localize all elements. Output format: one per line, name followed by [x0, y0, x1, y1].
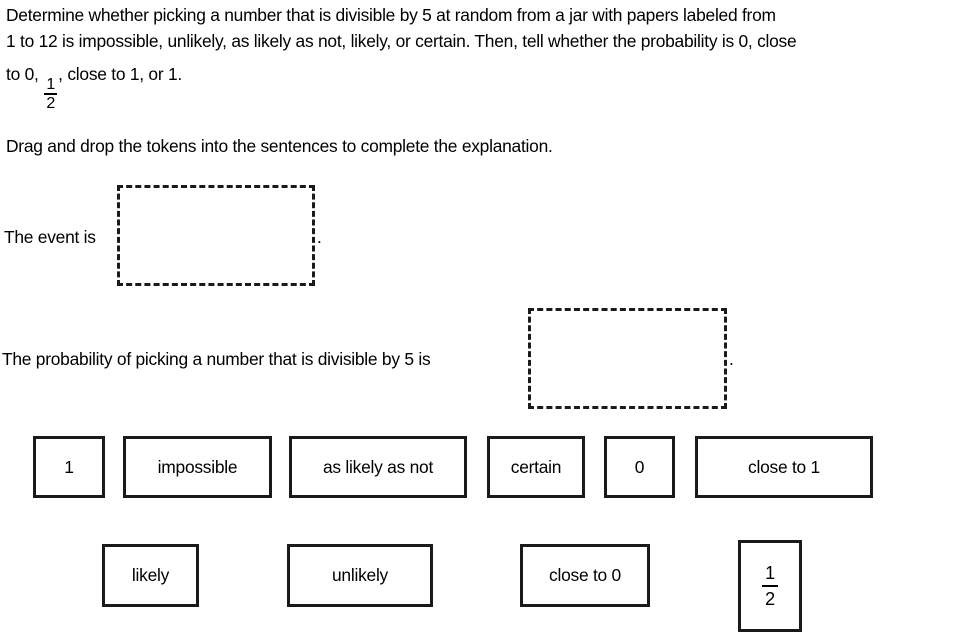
token-close-to-0[interactable]: close to 0 [520, 544, 650, 607]
drop-zone-event-likelihood[interactable] [117, 185, 315, 286]
problem-line-3-before: to 0, [6, 64, 44, 84]
fraction-numerator: 1 [765, 562, 775, 583]
sentence-2-period: . [729, 349, 734, 369]
token-impossible[interactable]: impossible [123, 436, 272, 498]
sentence-2-lead-text: The probability of picking a number that… [2, 349, 431, 369]
token-as-likely-as-not[interactable]: as likely as not [289, 436, 467, 498]
token-likely[interactable]: likely [102, 544, 199, 607]
drag-drop-instruction: Drag and drop the tokens into the senten… [6, 136, 553, 156]
problem-line-3-after: , close to 1, or 1. [58, 64, 182, 84]
problem-statement: Determine whether picking a number that … [6, 2, 950, 113]
token-certain[interactable]: certain [487, 436, 585, 498]
sentence-1-lead-text: The event is [4, 227, 96, 247]
drop-zone-probability-value[interactable] [528, 308, 727, 409]
fraction-denominator: 2 [46, 95, 55, 113]
token-unlikely[interactable]: unlikely [287, 544, 433, 607]
fraction-numerator: 1 [46, 76, 55, 94]
sentence-1-period: . [317, 227, 322, 247]
token-1[interactable]: 1 [33, 436, 105, 498]
fraction-bar [762, 584, 778, 588]
token-0[interactable]: 0 [604, 436, 675, 498]
problem-line-2: 1 to 12 is impossible, unlikely, as like… [6, 31, 797, 51]
fraction-bar [44, 93, 58, 96]
token-close-to-1[interactable]: close to 1 [695, 436, 873, 498]
problem-line-1: Determine whether picking a number that … [6, 5, 776, 25]
fraction-denominator: 2 [765, 589, 775, 610]
